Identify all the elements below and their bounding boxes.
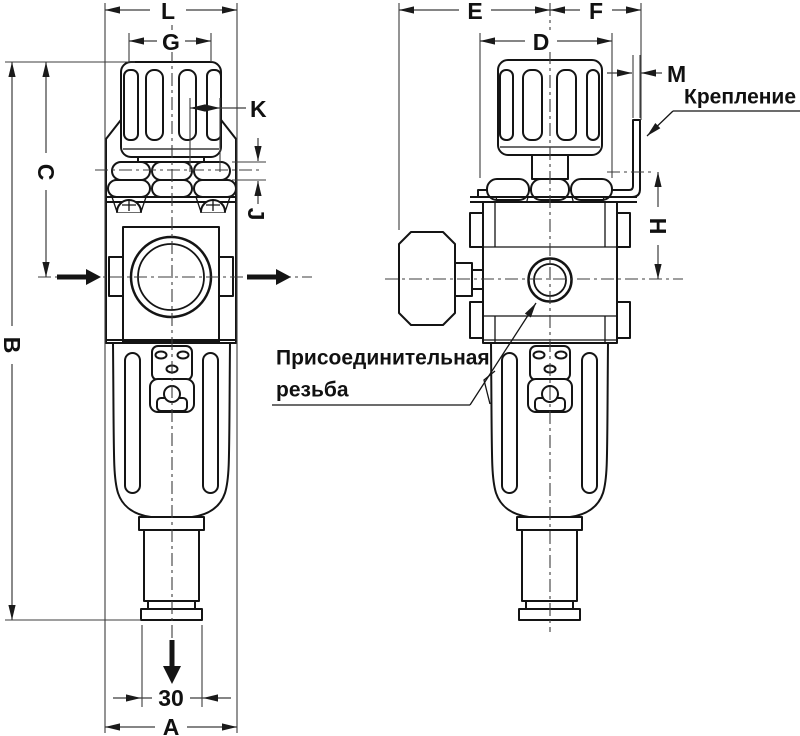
connection-thread-callout: Присоединительная резьба xyxy=(272,302,537,406)
right-ear-bl xyxy=(469,301,484,339)
dim-label-f: F xyxy=(589,0,603,24)
mounting-callout: Крепление xyxy=(646,86,800,137)
extension-lines xyxy=(5,3,642,733)
dim-label-m: M xyxy=(667,61,686,87)
dimension-k: K xyxy=(190,96,267,122)
flow-arrows xyxy=(57,269,291,684)
connection-thread-label-line2: резьба xyxy=(276,379,349,402)
annotations: Крепление Присоединительная резьба xyxy=(272,86,800,406)
dim-label-b: B xyxy=(0,337,25,354)
right-view xyxy=(398,59,641,621)
right-ear-tr xyxy=(616,212,631,248)
dimension-f: F xyxy=(550,0,641,24)
dimension-b: B xyxy=(0,62,25,620)
dimension-j: J xyxy=(243,138,269,220)
dim-label-k: K xyxy=(250,96,267,122)
dimension-g: G xyxy=(129,29,211,55)
dimensions: L G K J C B xyxy=(0,0,686,736)
left-adjustment-knob xyxy=(120,61,222,158)
drain-flow-arrow-icon xyxy=(163,640,181,684)
dimension-m: M xyxy=(607,61,686,87)
inlet-flow-arrow-icon xyxy=(57,269,101,285)
dimension-l: L xyxy=(105,0,237,24)
dimension-30: 30 xyxy=(113,685,231,711)
mounting-label: Крепление xyxy=(684,86,796,109)
dim-label-d: D xyxy=(533,29,550,55)
left-bowl xyxy=(112,342,231,518)
right-bowl xyxy=(483,342,609,518)
dim-label-30: 30 xyxy=(158,685,184,711)
dim-label-e: E xyxy=(467,0,482,24)
dimension-h: H xyxy=(645,172,671,279)
dim-label-l: L xyxy=(161,0,175,24)
dimension-e: E xyxy=(399,0,550,24)
left-view xyxy=(105,61,237,621)
right-ear-tl xyxy=(469,212,484,248)
outlet-flow-arrow-icon xyxy=(247,269,291,285)
connection-thread-label-line1: Присоединительная xyxy=(276,347,490,370)
dim-label-c: C xyxy=(33,164,59,181)
dimension-d: D xyxy=(480,29,612,55)
dim-label-j: J xyxy=(243,208,269,221)
dimension-a: A xyxy=(105,714,237,736)
dim-label-h: H xyxy=(645,218,671,235)
dimension-c: C xyxy=(33,62,59,277)
left-lock-ring xyxy=(107,161,237,198)
dim-label-g: G xyxy=(162,29,180,55)
right-ear-br xyxy=(616,301,631,339)
dim-label-a: A xyxy=(163,714,180,736)
left-screws xyxy=(111,196,231,213)
